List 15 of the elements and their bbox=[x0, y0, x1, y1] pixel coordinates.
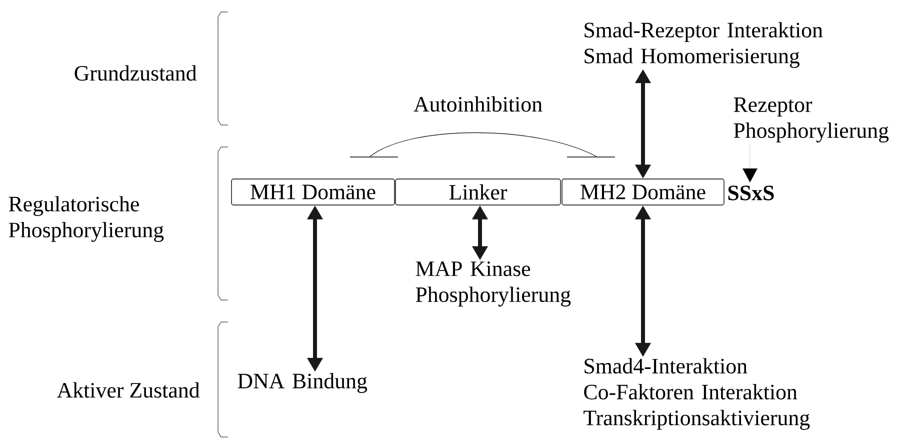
state-label: Regulatorische Phosphorylierung bbox=[8, 196, 164, 242]
edge-label: Autoinhibition bbox=[412, 95, 544, 113]
annotation-text: Rezeptor Phosphorylierung bbox=[734, 98, 889, 142]
annotation-text: Smad4-Interaktion Co-Faktoren Interaktion Transkriptionsaktivierung bbox=[584, 358, 810, 430]
domain-box: MH2 Domäne bbox=[562, 178, 724, 206]
state-label: Aktiver Zustand bbox=[56, 382, 200, 398]
annotation-text: SSxS bbox=[728, 186, 774, 200]
annotation-text: MAP Kinase Phosphorylierung bbox=[416, 261, 571, 307]
annotation-text: Smad-Rezeptor Interaktion Smad Homomerisierung bbox=[584, 22, 823, 68]
annotation-text: DNA Bindung bbox=[238, 373, 368, 393]
domain-box: MH1 Domäne bbox=[231, 178, 395, 206]
arrow bbox=[742, 144, 758, 182]
domain-box: Linker bbox=[395, 178, 561, 206]
inhibition-curve bbox=[350, 132, 616, 158]
state-label: Grundzustand bbox=[74, 65, 197, 81]
